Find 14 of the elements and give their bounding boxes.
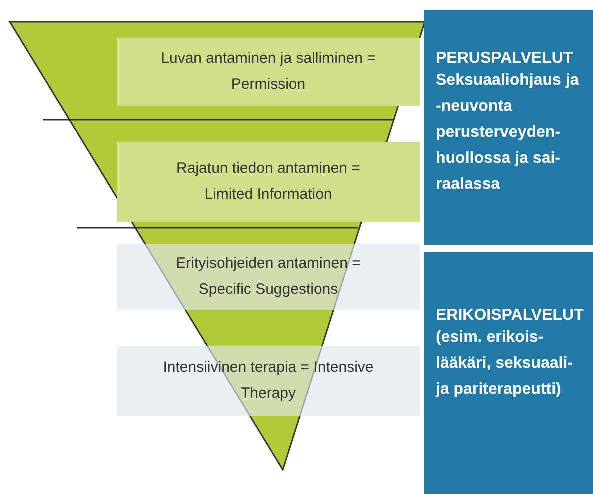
service-panel bbox=[424, 252, 593, 494]
level-box bbox=[117, 38, 420, 106]
panel-text: (esim. erikois- lääkäri, seksuaali- ja pariterapeutti) bbox=[436, 328, 574, 400]
level-box bbox=[117, 142, 420, 222]
panel-heading: PERUSPALVELUT bbox=[436, 50, 574, 68]
level-box bbox=[117, 244, 420, 310]
panel-heading: ERIKOISPALVELUT bbox=[436, 307, 585, 325]
service-panel bbox=[424, 10, 593, 245]
level-text: Intensiivinen terapia = Intensive Therapy bbox=[162, 358, 375, 404]
level-box bbox=[117, 346, 420, 416]
panel-text: Seksuaaliohjaus ja -neuvonta perusterveyden- huollossa ja sai- raalassa bbox=[436, 71, 580, 195]
level-text: Erityisohjeiden antaminen = Specific Suggestions bbox=[175, 254, 362, 300]
level-text: Luvan antaminen ja salliminen = Permission bbox=[161, 49, 376, 95]
level-text: Rajatun tiedon antaminen = Limited Information bbox=[176, 159, 362, 205]
